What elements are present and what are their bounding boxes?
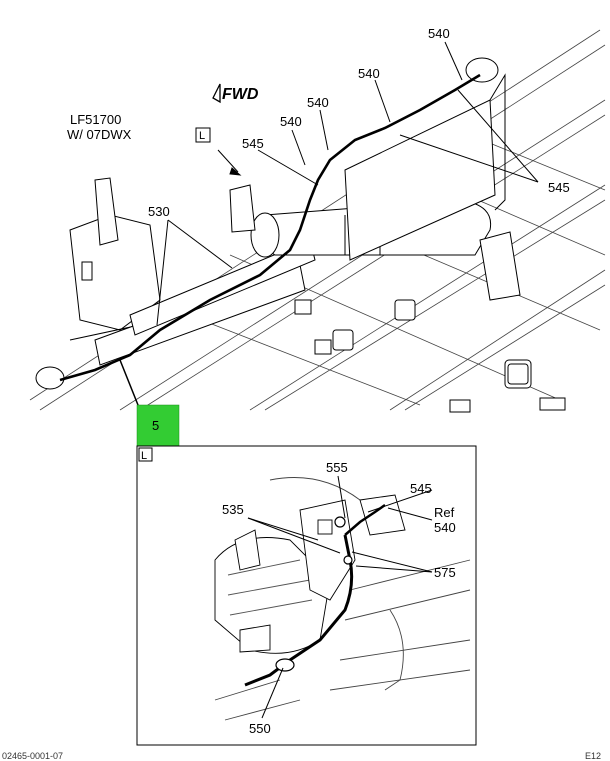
main-view-drawing <box>29 29 606 413</box>
connector-icon <box>334 516 346 528</box>
main-leader-lines <box>156 41 539 326</box>
label-540-c: 540 <box>307 95 329 110</box>
footer-drawing-number: 02465-0001-07 <box>2 751 63 761</box>
svg-text:L: L <box>141 450 147 462</box>
label-540-b: 540 <box>358 66 380 81</box>
model-line-2: W/ 07DWX <box>67 127 132 142</box>
main-harness-wire <box>59 73 481 382</box>
label-545-detail: 545 <box>410 481 432 496</box>
callout-5-label: 5 <box>152 418 159 433</box>
label-ref-540: 540 <box>434 520 456 535</box>
label-540-d: 540 <box>280 114 302 129</box>
callout-5-box[interactable]: 5 <box>136 404 180 447</box>
view-tag-detail: L <box>138 447 153 462</box>
svg-text:L: L <box>199 130 205 142</box>
clip-icon <box>343 555 353 565</box>
label-ref: Ref <box>434 505 455 520</box>
model-line-1: LF51700 <box>70 112 121 127</box>
label-530: 530 <box>148 204 170 219</box>
label-575: 575 <box>434 565 456 580</box>
forward-direction-indicator: FWD <box>212 83 259 104</box>
label-540-top: 540 <box>428 26 450 41</box>
footer-page-ref: E12 <box>585 751 601 761</box>
clamp-icon <box>275 658 295 672</box>
forward-label: FWD <box>222 86 259 103</box>
label-555: 555 <box>326 460 348 475</box>
label-535: 535 <box>222 502 244 517</box>
detail-leader-lines <box>247 475 433 719</box>
label-545-left: 545 <box>242 136 264 151</box>
label-550: 550 <box>249 721 271 736</box>
view-tag-main: L <box>195 127 211 143</box>
label-545-right: 545 <box>548 180 570 195</box>
